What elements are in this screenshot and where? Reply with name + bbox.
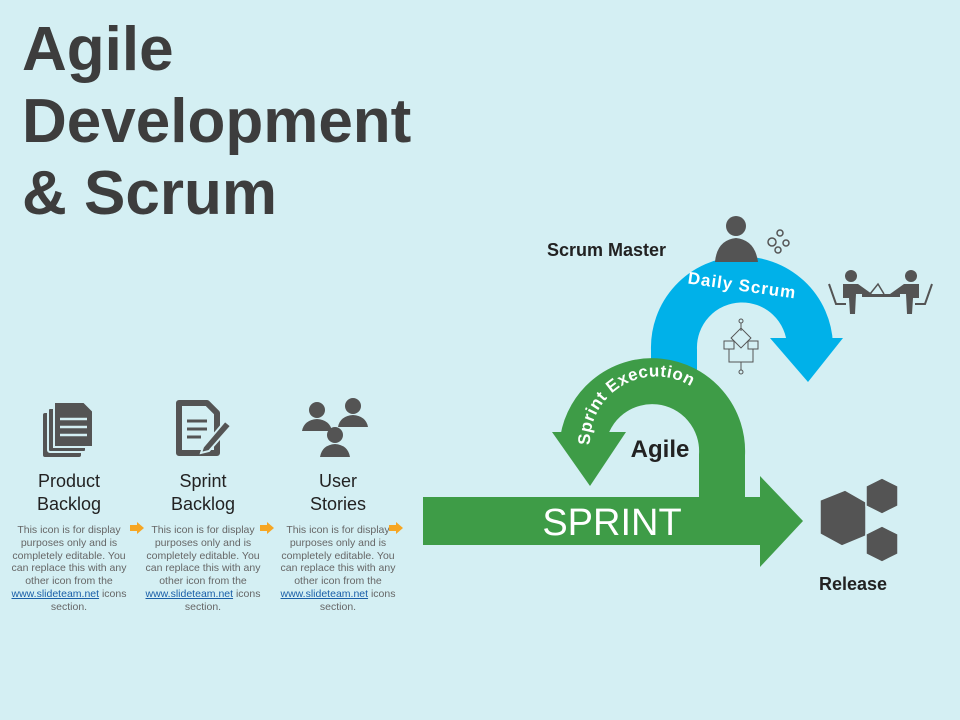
step-name-line: Backlog	[36, 494, 102, 514]
description-text: This icon is for display purposes only a…	[11, 524, 127, 588]
meeting-icon	[828, 270, 933, 314]
sprint-execution-arc	[552, 358, 746, 505]
scrum-master-icon	[715, 216, 790, 262]
description-text: icons section.	[319, 587, 396, 613]
step-name-line: Product	[37, 471, 101, 491]
description-text: icons section.	[50, 587, 127, 613]
flowchart-icon	[723, 318, 759, 375]
documents-icon	[9, 394, 129, 464]
sprint-label: SPRINT	[542, 502, 681, 544]
step-description: This icon is for display purposes only a…	[278, 524, 398, 614]
orange-arrow-icon	[389, 522, 403, 534]
daily-scrum-arc	[650, 256, 843, 395]
description-text: icons section.	[184, 587, 261, 613]
title-line: Agile	[22, 15, 174, 84]
edit-document-icon	[143, 394, 263, 464]
step-name-line: Stories	[309, 494, 367, 514]
slideteam-link[interactable]: www.slideteam.net	[280, 587, 369, 600]
step-description: This icon is for display purposes only a…	[143, 524, 263, 614]
orange-arrow-icon	[260, 522, 274, 534]
title-line: Development	[22, 87, 412, 156]
description-text: This icon is for display purposes only a…	[145, 524, 261, 588]
slideteam-link[interactable]: www.slideteam.net	[145, 587, 234, 600]
step-description: This icon is for display purposes only a…	[9, 524, 129, 614]
step-name-line: Backlog	[170, 494, 236, 514]
slideteam-link[interactable]: www.slideteam.net	[11, 587, 100, 600]
release-label: Release	[819, 574, 888, 594]
release-boxes-icon	[819, 477, 899, 563]
description-text: This icon is for display purposes only a…	[280, 524, 396, 588]
users-group-icon	[278, 394, 398, 464]
sprint-arrow	[423, 476, 803, 567]
scrum-master-label: Scrum Master	[547, 240, 667, 260]
step-name-line: User	[318, 471, 357, 491]
agile-label: Agile	[631, 436, 690, 463]
orange-arrow-icon	[130, 522, 144, 534]
page-title: Agile Development & Scrum	[22, 14, 411, 230]
step-name-line: Sprint	[179, 471, 227, 491]
title-line: & Scrum	[22, 159, 277, 228]
